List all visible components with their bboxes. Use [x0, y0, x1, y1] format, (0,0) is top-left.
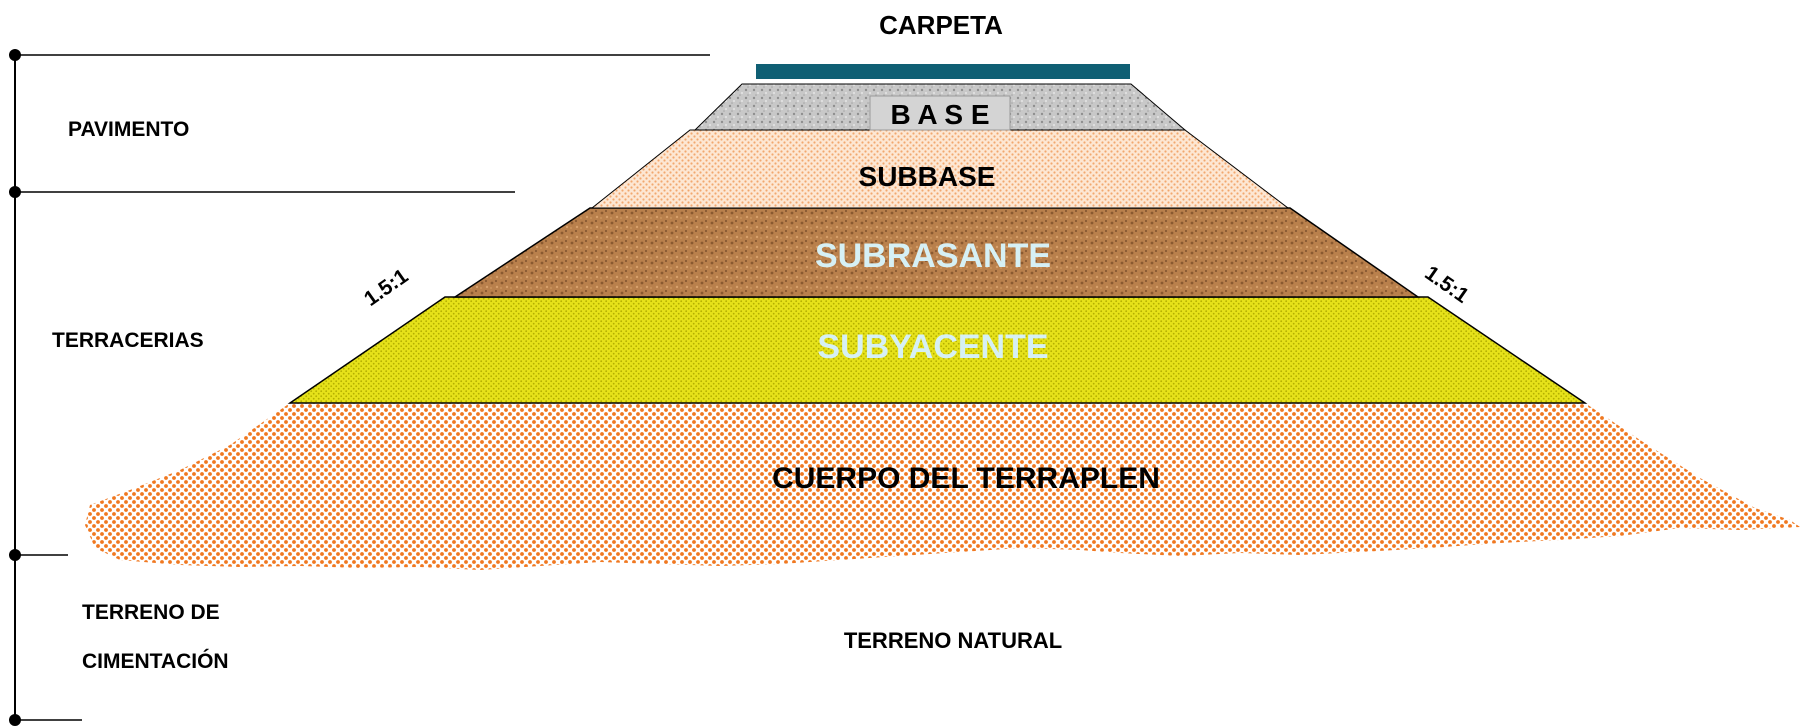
terreno-de-label: TERRENO DE — [82, 601, 220, 624]
pavimento-label: PAVIMENTO — [68, 118, 189, 141]
terracerias-label: TERRACERIAS — [52, 329, 204, 352]
slope-left-label: 1.5:1 — [360, 264, 413, 310]
cuerpo-del-terraplen-label: CUERPO DEL TERRAPLEN — [772, 462, 1160, 495]
scale-marker — [9, 549, 21, 561]
subbase-label: SUBBASE — [859, 161, 996, 192]
cimentacion-label: CIMENTACIÓN — [82, 649, 229, 673]
subrasante-label: SUBRASANTE — [815, 237, 1051, 275]
base-label-box — [869, 95, 1011, 131]
scale-marker — [9, 186, 21, 198]
subyacente-label: SUBYACENTE — [817, 328, 1048, 366]
left-scale — [9, 49, 710, 726]
base-label: B A S E — [890, 99, 989, 130]
carpeta-label: CARPETA — [879, 10, 1003, 40]
scale-marker — [9, 49, 21, 61]
terreno-natural-label: TERRENO NATURAL — [844, 628, 1062, 653]
scale-marker — [9, 714, 21, 726]
layer-carpeta — [756, 64, 1130, 79]
layer-cuerpo-del-terraplen — [85, 403, 1800, 570]
